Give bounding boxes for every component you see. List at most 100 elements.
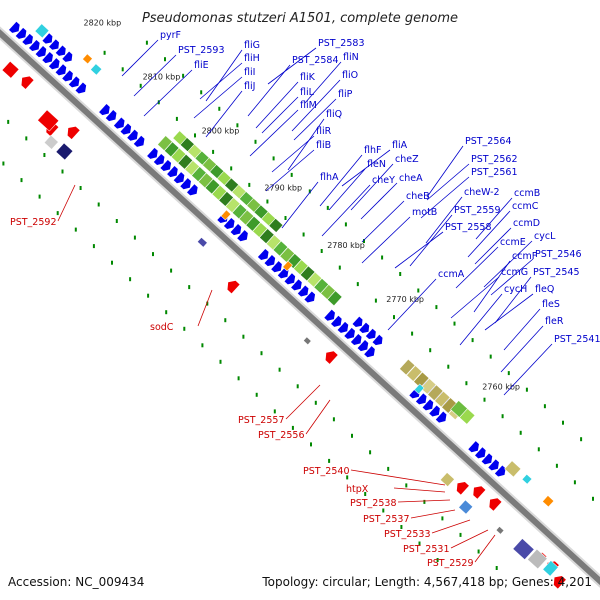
ruler-label-2770-kbp: 2770 kbp — [386, 295, 424, 304]
ruler-label-2820-kbp: 2820 kbp — [84, 18, 122, 27]
tick-mark — [519, 430, 522, 435]
leader-line — [205, 49, 243, 102]
tick-mark — [465, 381, 468, 386]
tick-mark — [399, 272, 402, 276]
tick-mark — [152, 252, 154, 257]
tick-mark — [212, 149, 215, 154]
forward-gene-arrow — [113, 117, 125, 129]
gene-label-ccmc: ccmC — [512, 201, 539, 212]
forward-gene-arrow — [344, 327, 355, 339]
gene-label-pst-2558: PST_2558 — [445, 222, 492, 233]
forward-gene-arrow — [324, 309, 335, 321]
gene-label-fles: fleS — [542, 299, 560, 310]
forward-gene-arrow — [180, 178, 191, 190]
gene-label-flib: fliB — [316, 140, 331, 151]
tick-mark — [206, 301, 209, 306]
gene-label-flia: fliA — [392, 140, 408, 151]
reverse-gene-box — [458, 499, 474, 515]
reverse-gene-arrow — [553, 576, 566, 589]
leader-line — [271, 135, 315, 173]
leader-line — [394, 231, 444, 269]
tick-mark — [255, 392, 258, 397]
leader-line — [455, 246, 499, 289]
tick-mark — [61, 169, 64, 174]
tick-mark — [338, 265, 341, 270]
tick-mark — [254, 139, 257, 144]
tick-mark — [477, 549, 480, 554]
leader-line — [467, 210, 511, 258]
leader-line — [397, 499, 451, 503]
leader-line — [426, 163, 470, 201]
gene-label-pyrf: pyrF — [160, 30, 181, 41]
reverse-gene-arrow — [473, 486, 486, 499]
forward-gene-arrow — [133, 135, 145, 147]
tick-mark — [459, 532, 462, 537]
forward-gene-arrow — [330, 315, 342, 327]
tick-mark — [248, 182, 251, 187]
leader-line — [387, 278, 437, 331]
forward-gene-arrow — [28, 39, 40, 52]
gene-label-flii: fliI — [244, 67, 255, 78]
tick-mark — [164, 57, 166, 62]
leader-line — [287, 118, 325, 171]
tick-mark — [320, 249, 323, 253]
tick-mark — [393, 315, 395, 320]
tick-mark — [369, 450, 372, 455]
forward-gene-arrow — [62, 51, 73, 62]
tick-mark — [284, 216, 287, 220]
leader-line — [420, 176, 470, 219]
leader-line — [205, 90, 243, 138]
gene-label-pst-2546: PST_2546 — [535, 249, 582, 260]
gene-label-flha: flhA — [320, 172, 339, 183]
forward-gene-arrow — [271, 261, 282, 273]
gene-label-pst-2564: PST_2564 — [465, 136, 512, 147]
leader-line — [293, 98, 337, 141]
tick-mark — [332, 417, 335, 422]
tick-mark — [291, 425, 294, 430]
gene-label-sodc: sodC — [150, 322, 174, 333]
gene-box — [413, 383, 425, 395]
tick-marks — [2, 40, 594, 570]
reverse-gene-box — [527, 548, 548, 570]
forward-gene-arrow — [468, 441, 479, 453]
leader-line — [503, 308, 541, 351]
tick-mark — [326, 205, 329, 210]
forward-gene-arrow — [173, 172, 185, 184]
gene-label-pst-2557: PST_2557 — [238, 415, 285, 426]
leader-line — [360, 182, 398, 220]
reverse-gene-arrow — [325, 351, 338, 364]
forward-gene-arrow — [365, 328, 376, 340]
gene-label-ccmb: ccmB — [514, 188, 540, 199]
forward-gene-arrow — [415, 393, 427, 405]
gene-labels: pyrFPST_2593fliEfliGfliHfliIfliJPST_2584… — [10, 30, 600, 569]
forward-gene-arrow — [147, 147, 158, 159]
leader-line — [425, 196, 463, 244]
forward-gene-arrow — [15, 27, 27, 39]
gene-label-pst-2562: PST_2562 — [471, 154, 518, 165]
tick-mark — [453, 321, 456, 326]
reverse-gene-box — [495, 526, 505, 535]
tick-mark — [219, 359, 222, 364]
leader-line — [255, 81, 299, 129]
tick-mark — [411, 331, 414, 336]
tick-mark — [310, 442, 312, 447]
tick-mark — [363, 239, 365, 243]
tick-mark — [38, 194, 41, 199]
forward-gene-arrow — [474, 447, 486, 459]
genome-backbone — [0, 26, 600, 588]
tick-mark — [418, 541, 421, 546]
tick-mark — [111, 260, 113, 265]
tick-mark — [224, 318, 227, 323]
forward-gene-arrow — [22, 33, 33, 45]
forward-gene-arrow — [153, 153, 165, 166]
leader-line — [305, 399, 331, 435]
reverse-gene-arrow — [489, 498, 502, 511]
tick-mark — [272, 156, 275, 161]
gene-label-pst-2533: PST_2533 — [384, 529, 431, 540]
leader-line — [247, 64, 291, 117]
forward-gene-arrow — [297, 285, 309, 297]
reverse-gene-box — [439, 472, 455, 487]
forward-gene-arrow — [68, 76, 80, 88]
tick-mark — [382, 508, 385, 513]
